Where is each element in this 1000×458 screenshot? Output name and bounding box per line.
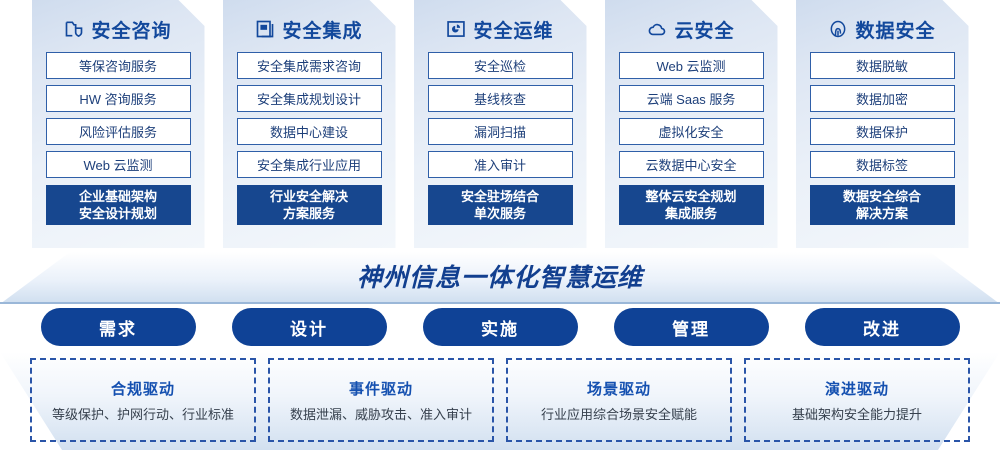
driver-evolution[interactable]: 演进驱动 基础架构安全能力提升 bbox=[744, 358, 970, 442]
card-item[interactable]: Web 云监测 bbox=[46, 151, 191, 178]
card-highlight[interactable]: 行业安全解决 方案服务 bbox=[237, 185, 382, 225]
card-highlight-line: 数据安全综合 bbox=[842, 189, 921, 204]
pill-improvement[interactable]: 改进 bbox=[804, 308, 960, 346]
card-item-list: 安全巡检 基线核查 漏洞扫描 准入审计 bbox=[414, 52, 587, 178]
card-item[interactable]: 云端 Saas 服务 bbox=[619, 85, 764, 112]
card-item-list: 安全集成需求咨询 安全集成规划设计 数据中心建设 安全集成行业应用 bbox=[223, 52, 396, 178]
card-header: 数据安全 bbox=[796, 0, 969, 52]
service-card-security-integration[interactable]: 安全集成 安全集成需求咨询 安全集成规划设计 数据中心建设 安全集成行业应用 行… bbox=[223, 0, 396, 248]
driver-description: 行业应用综合场景安全赋能 bbox=[540, 406, 697, 422]
monitor-chart-icon bbox=[446, 19, 466, 39]
banner-bottom-rule bbox=[0, 302, 1000, 304]
pill-implementation[interactable]: 实施 bbox=[422, 308, 578, 346]
driver-description: 数据泄漏、威胁攻击、准入审计 bbox=[289, 406, 472, 422]
card-header: 安全集成 bbox=[223, 0, 396, 52]
card-highlight-line: 安全设计规划 bbox=[78, 206, 157, 221]
card-item[interactable]: 等保咨询服务 bbox=[46, 52, 191, 79]
card-item[interactable]: 云数据中心安全 bbox=[619, 151, 764, 178]
card-title: 安全运维 bbox=[473, 20, 554, 42]
card-highlight-line: 企业基础架构 bbox=[78, 189, 157, 204]
banner-title: 神州信息一体化智慧运维 bbox=[356, 264, 643, 292]
card-highlight[interactable]: 数据安全综合 解决方案 bbox=[810, 185, 955, 225]
card-item[interactable]: 安全集成需求咨询 bbox=[237, 52, 382, 79]
card-item-list: Web 云监测 云端 Saas 服务 虚拟化安全 云数据中心安全 bbox=[605, 52, 778, 178]
card-item[interactable]: 数据保护 bbox=[810, 118, 955, 145]
driver-incident[interactable]: 事件驱动 数据泄漏、威胁攻击、准入审计 bbox=[268, 358, 494, 442]
card-item[interactable]: 数据中心建设 bbox=[237, 118, 382, 145]
card-header: 安全运维 bbox=[414, 0, 587, 52]
card-item[interactable]: 风险评估服务 bbox=[46, 118, 191, 145]
card-highlight-line: 解决方案 bbox=[855, 206, 908, 221]
card-item[interactable]: 基线核查 bbox=[428, 85, 573, 112]
card-title: 安全集成 bbox=[282, 20, 363, 42]
card-title: 安全咨询 bbox=[91, 20, 172, 42]
platform-banner: 神州信息一体化智慧运维 bbox=[0, 252, 1000, 304]
card-item[interactable]: 数据脱敏 bbox=[810, 52, 955, 79]
drivers-trapezoid-shape bbox=[0, 352, 1000, 450]
service-card-security-operations[interactable]: 安全运维 安全巡检 基线核查 漏洞扫描 准入审计 安全驻场结合 单次服务 bbox=[414, 0, 587, 248]
card-highlight-line: 整体云安全规划 bbox=[645, 189, 737, 204]
card-item[interactable]: 安全集成规划设计 bbox=[237, 85, 382, 112]
service-cards-row: 安全咨询 等保咨询服务 HW 咨询服务 风险评估服务 Web 云监测 企业基础架… bbox=[0, 0, 1000, 252]
card-item-list: 数据脱敏 数据加密 数据保护 数据标签 bbox=[796, 52, 969, 178]
card-highlight[interactable]: 安全驻场结合 单次服务 bbox=[428, 185, 573, 225]
card-highlight-line: 方案服务 bbox=[282, 206, 335, 221]
service-card-cloud-security[interactable]: 云安全 Web 云监测 云端 Saas 服务 虚拟化安全 云数据中心安全 整体云… bbox=[605, 0, 778, 248]
driver-scenario[interactable]: 场景驱动 行业应用综合场景安全赋能 bbox=[506, 358, 732, 442]
pill-requirement[interactable]: 需求 bbox=[40, 308, 196, 346]
pill-design[interactable]: 设计 bbox=[231, 308, 387, 346]
driver-title: 合规驱动 bbox=[110, 380, 175, 398]
card-item[interactable]: HW 咨询服务 bbox=[46, 85, 191, 112]
card-item[interactable]: 安全集成行业应用 bbox=[237, 151, 382, 178]
fingerprint-icon bbox=[828, 19, 848, 39]
driver-description: 基础架构安全能力提升 bbox=[791, 406, 922, 422]
driver-title: 演进驱动 bbox=[824, 380, 889, 398]
card-highlight-line: 安全驻场结合 bbox=[460, 189, 539, 204]
card-highlight[interactable]: 整体云安全规划 集成服务 bbox=[619, 185, 764, 225]
card-item[interactable]: 安全巡检 bbox=[428, 52, 573, 79]
card-highlight[interactable]: 企业基础架构 安全设计规划 bbox=[46, 185, 191, 225]
cloud-icon bbox=[647, 19, 667, 39]
banner-trapezoid-shape bbox=[0, 252, 1000, 304]
driver-title: 事件驱动 bbox=[348, 380, 413, 398]
card-title: 数据安全 bbox=[855, 20, 936, 42]
service-card-data-security[interactable]: 数据安全 数据脱敏 数据加密 数据保护 数据标签 数据安全综合 解决方案 bbox=[796, 0, 969, 248]
driver-compliance[interactable]: 合规驱动 等级保护、护网行动、行业标准 bbox=[30, 358, 256, 442]
card-header: 云安全 bbox=[605, 0, 778, 52]
service-card-security-consulting[interactable]: 安全咨询 等保咨询服务 HW 咨询服务 风险评估服务 Web 云监测 企业基础架… bbox=[32, 0, 205, 248]
drivers-row: 合规驱动 等级保护、护网行动、行业标准 事件驱动 数据泄漏、威胁攻击、准入审计 … bbox=[30, 358, 970, 442]
card-title: 云安全 bbox=[674, 20, 735, 42]
shield-folder-icon bbox=[64, 19, 84, 39]
lifecycle-pills-row: 需求 设计 实施 管理 改进 bbox=[0, 308, 1000, 348]
driver-description: 等级保护、护网行动、行业标准 bbox=[51, 406, 234, 422]
card-highlight-line: 行业安全解决 bbox=[269, 189, 348, 204]
card-header: 安全咨询 bbox=[32, 0, 205, 52]
card-item[interactable]: 数据加密 bbox=[810, 85, 955, 112]
card-highlight-line: 单次服务 bbox=[473, 206, 526, 221]
card-highlight-line: 集成服务 bbox=[664, 206, 717, 221]
card-item[interactable]: 数据标签 bbox=[810, 151, 955, 178]
driver-title: 场景驱动 bbox=[586, 380, 651, 398]
card-item[interactable]: 准入审计 bbox=[428, 151, 573, 178]
card-item[interactable]: Web 云监测 bbox=[619, 52, 764, 79]
card-item[interactable]: 漏洞扫描 bbox=[428, 118, 573, 145]
document-stack-icon bbox=[255, 19, 275, 39]
card-item[interactable]: 虚拟化安全 bbox=[619, 118, 764, 145]
pill-management[interactable]: 管理 bbox=[613, 308, 769, 346]
card-item-list: 等保咨询服务 HW 咨询服务 风险评估服务 Web 云监测 bbox=[32, 52, 205, 178]
drivers-section: 合规驱动 等级保护、护网行动、行业标准 事件驱动 数据泄漏、威胁攻击、准入审计 … bbox=[0, 352, 1000, 450]
